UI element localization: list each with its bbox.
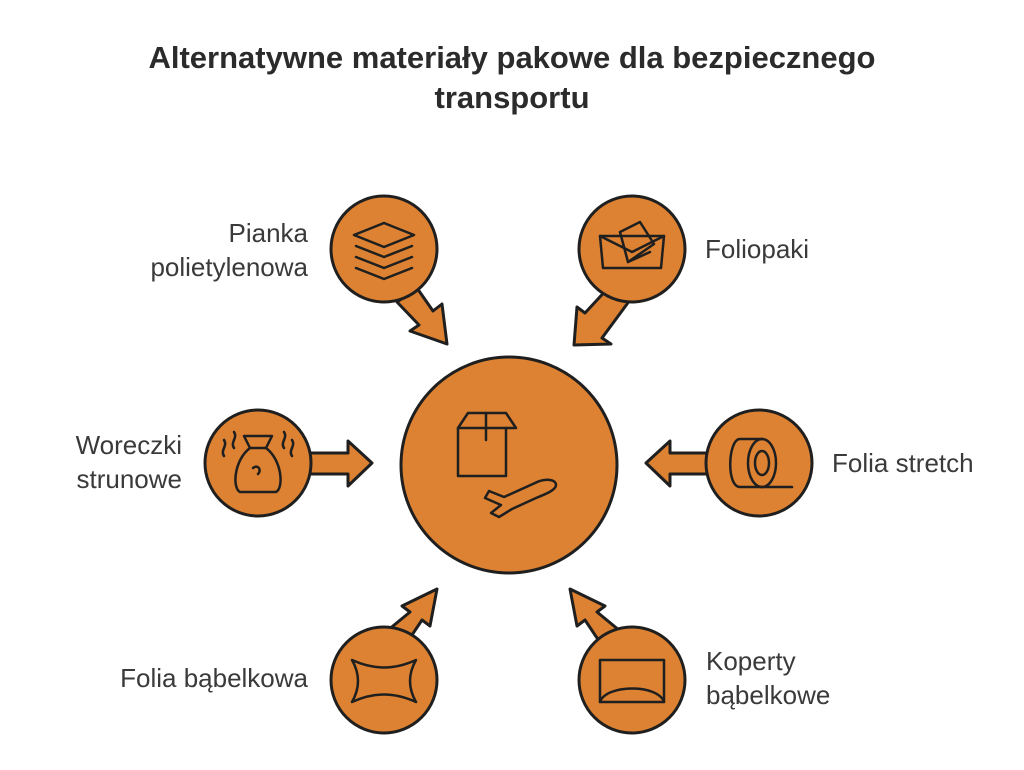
circle-foliopaki	[577, 194, 687, 304]
circle-woreczki	[203, 408, 313, 518]
label-babelkowa-line1: Folia bąbelkowa	[120, 663, 308, 693]
label-koperty-line2: bąbelkowe	[706, 680, 831, 710]
arrow-stretch	[644, 439, 714, 488]
title-line-1: Alternatywne materiały pakowe dla bezpie…	[148, 40, 876, 75]
circle-koperty	[577, 625, 687, 735]
circle-babelkowa	[329, 625, 439, 735]
circle-stretch	[704, 408, 814, 518]
layers-icon	[352, 221, 416, 281]
padded-envelope-icon	[598, 658, 666, 704]
label-pianka-line2: polietylenowa	[150, 252, 308, 282]
circle-pianka	[329, 194, 439, 304]
arrow-pianka	[395, 286, 449, 346]
label-woreczki-line2: strunowe	[76, 464, 183, 494]
box-airplane-icon	[456, 411, 558, 519]
label-foliopaki-line1: Foliopaki	[705, 234, 810, 264]
center-circle	[399, 355, 619, 575]
label-woreczki: Woreczki strunowe	[76, 428, 182, 496]
diagram-title: Alternatywne materiały pakowe dla bezpie…	[0, 38, 1024, 118]
bubble-wrap-icon	[350, 658, 418, 704]
label-babelkowa: Folia bąbelkowa	[120, 661, 308, 695]
label-foliopaki: Foliopaki	[705, 232, 809, 266]
label-stretch-line1: Folia stretch	[832, 448, 974, 478]
envelope-icon	[598, 220, 666, 270]
bag-icon	[221, 430, 295, 494]
label-stretch: Folia stretch	[832, 446, 974, 480]
label-pianka-line1: Pianka	[228, 218, 309, 248]
film-roll-icon	[729, 437, 794, 489]
title-line-2: transportu	[434, 80, 590, 115]
label-koperty: Koperty bąbelkowe	[706, 644, 830, 712]
label-woreczki-line1: Woreczki	[75, 430, 182, 460]
label-pianka: Pianka polietylenowa	[150, 216, 308, 284]
label-koperty-line1: Koperty	[706, 646, 796, 676]
